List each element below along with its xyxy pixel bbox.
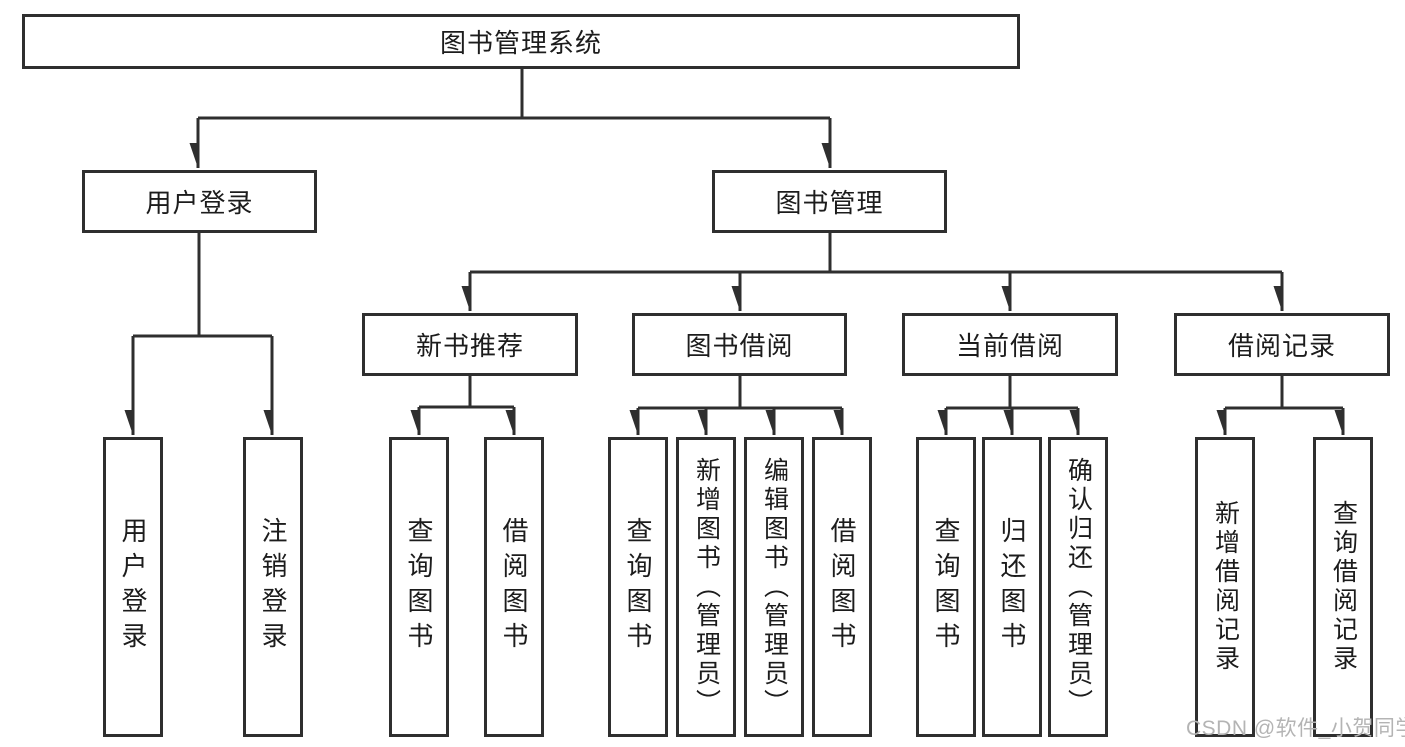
node-new-book-recommend: 新书推荐 bbox=[362, 313, 578, 376]
leaf-label: 新增图书（管理员） bbox=[692, 456, 721, 718]
node-book-management: 图书管理 bbox=[712, 170, 947, 233]
leaf-query-borrow-record: 查询借阅记录 bbox=[1313, 437, 1373, 737]
leaf-query-books-borrow: 查询图书 bbox=[608, 437, 668, 737]
leaf-label: 查询图书 bbox=[404, 517, 434, 657]
leaf-label: 查询图书 bbox=[931, 517, 961, 657]
node-borrow-records: 借阅记录 bbox=[1174, 313, 1390, 376]
leaf-borrow-books-recommend: 借阅图书 bbox=[484, 437, 544, 737]
node-label: 图书管理系统 bbox=[439, 28, 602, 58]
leaf-label: 查询借阅记录 bbox=[1329, 500, 1358, 674]
node-label: 用户登录 bbox=[145, 188, 254, 218]
node-label: 借阅记录 bbox=[1227, 331, 1336, 361]
node-label: 新书推荐 bbox=[415, 331, 524, 361]
leaf-borrow-books-borrow: 借阅图书 bbox=[812, 437, 872, 737]
node-book-borrow: 图书借阅 bbox=[632, 313, 847, 376]
leaf-add-book-admin: 新增图书（管理员） bbox=[676, 437, 736, 737]
leaf-label: 确认归还（管理员） bbox=[1064, 456, 1093, 718]
leaf-query-books-recommend: 查询图书 bbox=[389, 437, 449, 737]
node-current-borrow: 当前借阅 bbox=[902, 313, 1118, 376]
leaf-user-login: 用户登录 bbox=[103, 437, 163, 737]
leaf-label: 编辑图书（管理员） bbox=[760, 456, 789, 718]
leaf-logout: 注销登录 bbox=[243, 437, 303, 737]
leaf-confirm-return-admin: 确认归还（管理员） bbox=[1048, 437, 1108, 737]
node-label: 当前借阅 bbox=[955, 331, 1064, 361]
leaf-return-book: 归还图书 bbox=[982, 437, 1042, 737]
leaf-label: 查询图书 bbox=[623, 517, 653, 657]
leaf-edit-book-admin: 编辑图书（管理员） bbox=[744, 437, 804, 737]
leaf-add-borrow-record: 新增借阅记录 bbox=[1195, 437, 1255, 737]
leaf-label: 新增借阅记录 bbox=[1211, 500, 1240, 674]
leaf-label: 借阅图书 bbox=[827, 517, 857, 657]
node-library-management-system: 图书管理系统 bbox=[22, 14, 1020, 69]
node-label: 图书借阅 bbox=[685, 331, 794, 361]
leaf-query-books-current: 查询图书 bbox=[916, 437, 976, 737]
leaf-label: 借阅图书 bbox=[499, 517, 529, 657]
csdn-watermark: CSDN @软件_小贺同学 bbox=[1186, 717, 1405, 740]
leaf-label: 用户登录 bbox=[118, 517, 148, 657]
leaf-label: 注销登录 bbox=[258, 517, 288, 657]
node-label: 图书管理 bbox=[775, 188, 884, 218]
leaf-label: 归还图书 bbox=[997, 517, 1027, 657]
node-user-login: 用户登录 bbox=[82, 170, 317, 233]
